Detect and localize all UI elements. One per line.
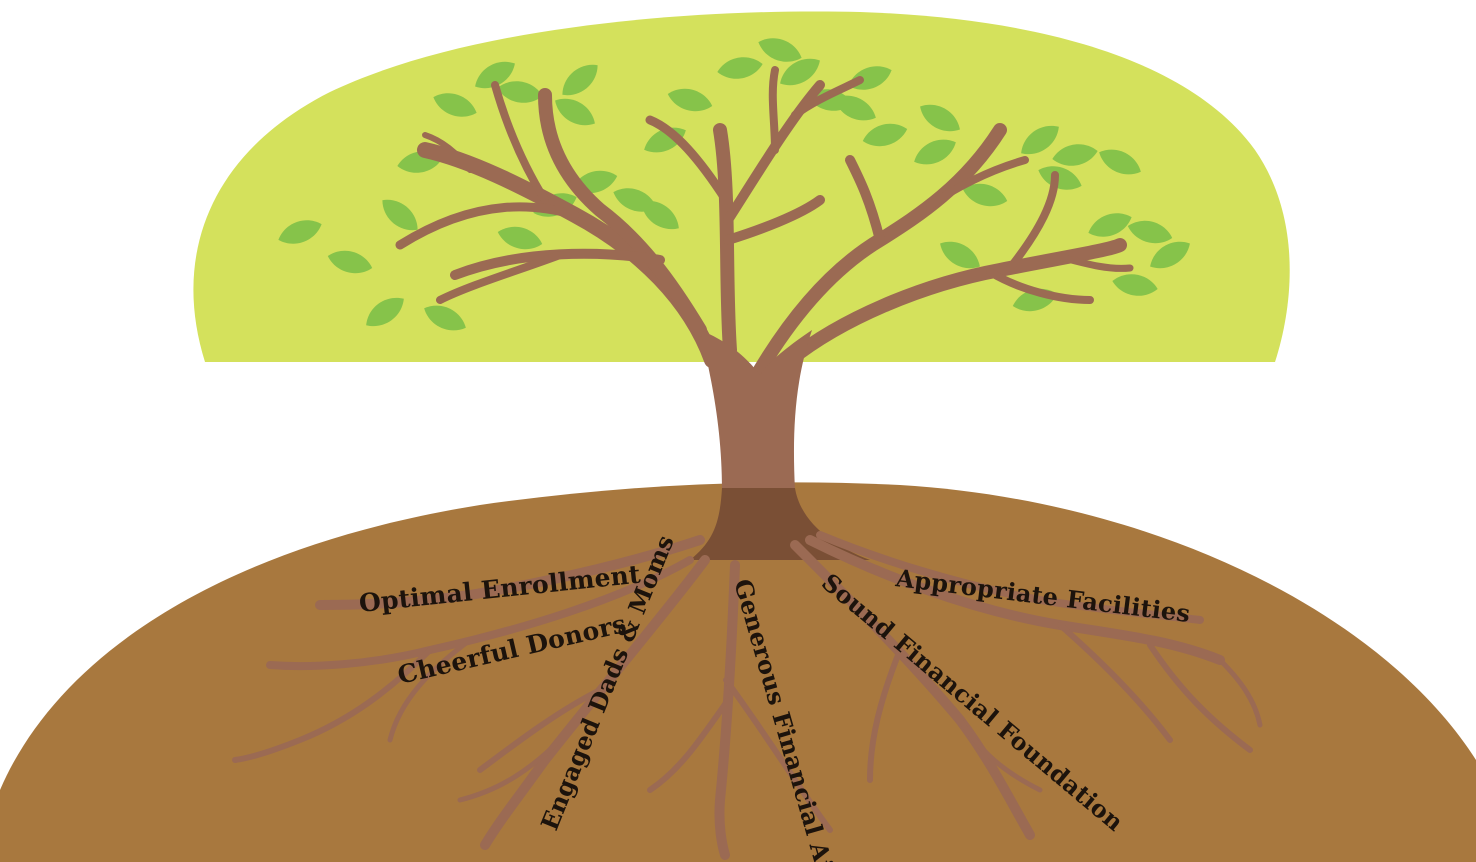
leaf [780,58,820,86]
leaf [555,98,595,126]
leaf [862,123,908,147]
leaf [382,199,418,231]
leaf [758,38,802,62]
leaf [940,241,980,269]
ground-mound [0,482,1476,862]
leaf [667,88,713,112]
leaf [914,139,956,165]
leaf [1127,220,1173,244]
tree-trunk [700,330,812,490]
leaf [1099,149,1141,175]
leaf [278,220,322,244]
leaf [1150,241,1190,269]
leaf [717,57,763,79]
leaf [475,61,515,89]
leaf [834,95,876,121]
leaf [366,297,404,327]
leaf [1021,125,1059,155]
leaf [1038,166,1082,190]
leaf [497,81,543,103]
leaf [497,226,543,250]
leaf-cluster [278,38,1190,331]
leaf [1088,213,1132,237]
leaf [1052,144,1098,166]
leaf [962,183,1008,207]
tree-branches [395,66,1134,377]
tree-roots [232,531,1263,860]
leaf [433,93,477,117]
leaf [424,305,466,331]
leaf [562,64,598,96]
leaf [920,104,960,132]
leaf [327,250,373,274]
leaf [1112,274,1158,296]
leaf [641,200,679,230]
